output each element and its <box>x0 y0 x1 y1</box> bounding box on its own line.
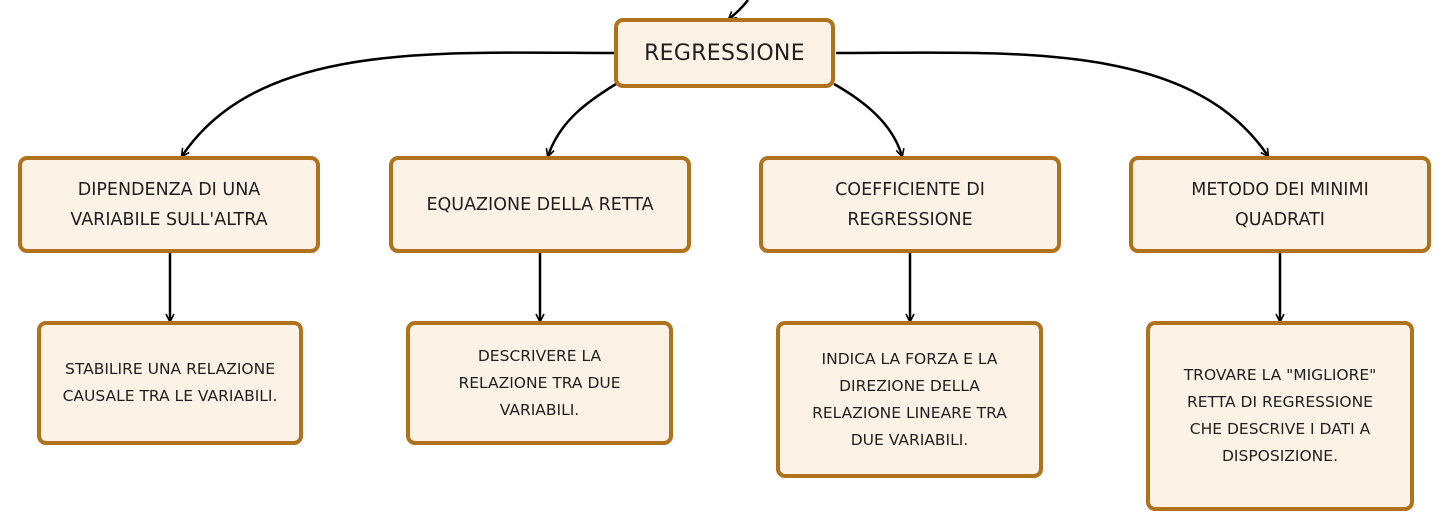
topic-title: EQUAZIONE DELLA RETTA <box>426 194 654 215</box>
description-node-line-equation[interactable]: DESCRIVERE LA RELAZIONE TRA DUE VARIABIL… <box>406 321 673 445</box>
topic-node-dependence[interactable]: DIPENDENZA DI UNA VARIABILE SULL'ALTRA <box>18 156 320 253</box>
topic-node-regression-coefficient[interactable]: COEFFICIENTE DI REGRESSIONE <box>759 156 1061 253</box>
description-node-least-squares[interactable]: TROVARE LA "MIGLIORE" RETTA DI REGRESSIO… <box>1146 321 1414 511</box>
topic-title: COEFFICIENTE DI REGRESSIONE <box>835 179 985 230</box>
root-label: REGRESSIONE <box>644 40 805 66</box>
connector-root-to-topic-2 <box>548 82 617 156</box>
connector-root-to-topic-4 <box>835 51 1268 156</box>
description-node-regression-coefficient[interactable]: INDICA LA FORZA E LA DIREZIONE DELLA REL… <box>776 321 1043 478</box>
description-node-dependence[interactable]: STABILIRE UNA RELAZIONE CAUSALE TRA LE V… <box>37 321 303 445</box>
description-text: INDICA LA FORZA E LA DIREZIONE DELLA REL… <box>812 349 1007 449</box>
description-text: DESCRIVERE LA RELAZIONE TRA DUE VARIABIL… <box>458 346 621 419</box>
topic-title: METODO DEI MINIMI QUADRATI <box>1191 179 1369 230</box>
description-text: TROVARE LA "MIGLIORE" RETTA DI REGRESSIO… <box>1183 366 1377 465</box>
connector-root-to-topic-3 <box>833 82 902 156</box>
topic-node-least-squares[interactable]: METODO DEI MINIMI QUADRATI <box>1129 156 1431 253</box>
description-text: STABILIRE UNA RELAZIONE CAUSALE TRA LE V… <box>62 360 278 405</box>
topic-node-line-equation[interactable]: EQUAZIONE DELLA RETTA <box>389 156 691 253</box>
incoming-connector <box>729 0 749 19</box>
topic-title: DIPENDENZA DI UNA VARIABILE SULL'ALTRA <box>70 179 268 230</box>
root-node[interactable]: REGRESSIONE <box>614 18 835 88</box>
connector-root-to-topic-1 <box>182 51 615 156</box>
